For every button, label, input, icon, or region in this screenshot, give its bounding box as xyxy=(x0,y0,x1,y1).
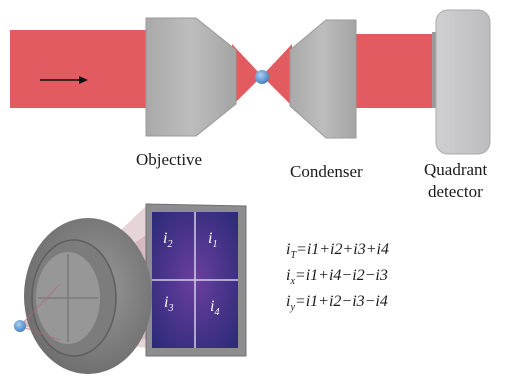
equation-total: iT=i1+i2+i3+i4 xyxy=(286,241,389,262)
ray-bottom xyxy=(19,325,61,341)
bottom-bead xyxy=(14,320,26,332)
condenser-lens xyxy=(289,19,357,139)
focus-cone-right xyxy=(262,44,292,106)
equation-y: iy=i1+i2−i3−i4 xyxy=(286,293,388,314)
output-laser-beam xyxy=(356,34,436,108)
equation-x: ix=i1+i4−i2−i3 xyxy=(286,267,388,288)
focus-cone-left xyxy=(232,44,262,106)
quadrant-label-line2: detector xyxy=(428,182,483,201)
arrow-head xyxy=(79,76,88,84)
quadrant-detector xyxy=(435,9,491,155)
quadrant-detector-mount xyxy=(432,32,438,108)
quadrant-2-label: i2 xyxy=(163,230,173,251)
quadrant-4-label: i4 xyxy=(210,298,220,319)
ray-top xyxy=(19,283,61,327)
objective-lens xyxy=(145,17,237,137)
input-laser-beam xyxy=(10,30,150,108)
quadrant-label-line1: Quadrant xyxy=(424,160,488,179)
quadrant-3-label: i3 xyxy=(164,294,174,315)
objective-label: Objective xyxy=(136,150,203,169)
quadrant-1-label: i1 xyxy=(208,230,218,251)
trapped-bead xyxy=(255,70,269,84)
condenser-label: Condenser xyxy=(290,162,363,181)
